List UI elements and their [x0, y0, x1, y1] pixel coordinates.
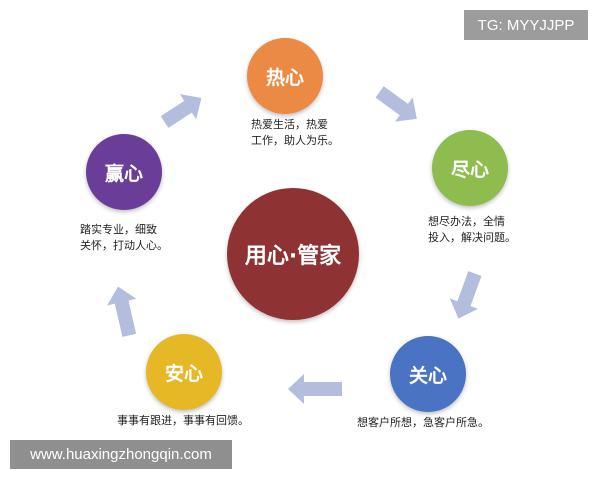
node-guanxin-desc: 想客户所想，急客户所急。 [357, 416, 489, 429]
arrow-jinxin-to-guanxin [449, 271, 482, 319]
center-node: 用心·管家 [227, 188, 359, 320]
arrow-guanxin-to-anxin [288, 374, 342, 404]
arrow-yingxin-to-rexin [160, 94, 202, 128]
arrow-anxin-to-yingxin [107, 286, 137, 337]
node-rexin-label: 热心 [265, 66, 304, 89]
node-jinxin-label: 尽心 [450, 158, 489, 181]
center-node-label: 用心·管家 [244, 244, 342, 269]
arrow-rexin-to-jinxin [375, 86, 417, 122]
node-anxin-desc: 事事有跟进，事事有回馈。 [117, 414, 249, 427]
node-guanxin: 关心 [390, 336, 466, 412]
node-anxin: 安心 [146, 334, 222, 410]
node-rexin-desc: 热爱生活，热爱 工作，助人为乐。 [251, 118, 339, 147]
node-rexin: 热心 [247, 38, 323, 114]
node-yingxin-label: 赢心 [104, 162, 143, 185]
node-jinxin: 尽心 [432, 130, 508, 206]
tg-watermark: TG: MYYJJPP [464, 10, 588, 40]
node-jinxin-desc: 想尽办法，全情 投入，解决问题。 [428, 215, 516, 244]
node-guanxin-label: 关心 [408, 364, 447, 387]
node-yingxin-desc: 踏实专业，细致 关怀，打动人心。 [80, 223, 168, 252]
url-watermark: www.huaxingzhongqin.com [10, 440, 232, 469]
node-yingxin: 赢心 [86, 134, 162, 210]
node-anxin-label: 安心 [164, 362, 203, 385]
